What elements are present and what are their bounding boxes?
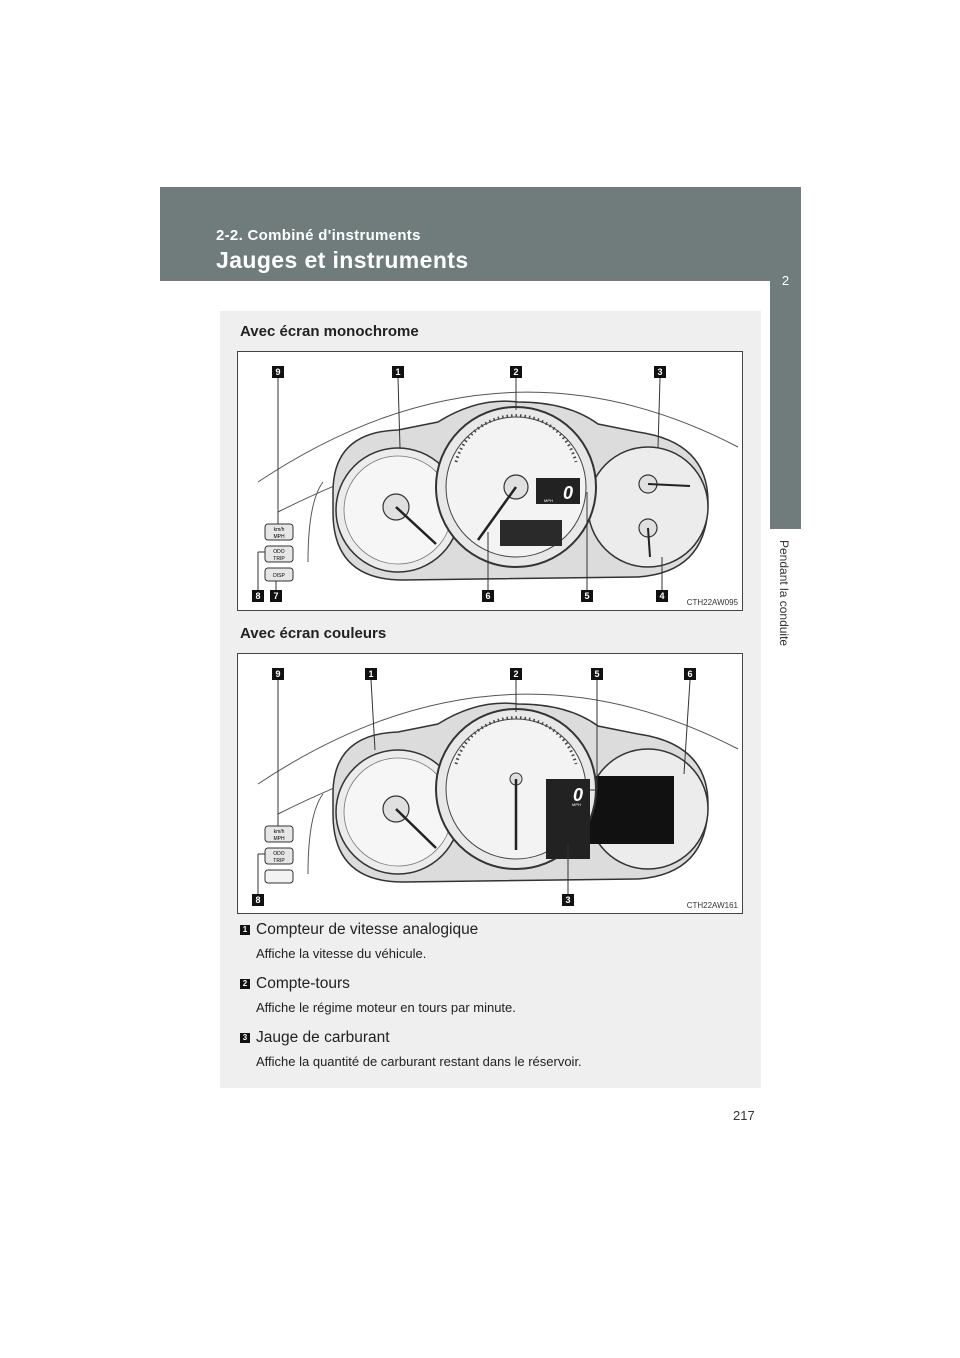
svg-text:TRIP: TRIP [273, 556, 285, 562]
speed-unit-2: MPH [572, 802, 581, 807]
item-name-3: Jauge de carburant [256, 1029, 390, 1046]
callout-8: 8 [255, 591, 260, 601]
item-desc-2: Affiche le régime moteur en tours par mi… [256, 1000, 516, 1015]
figure-1-heading: Avec écran monochrome [240, 323, 419, 340]
kmh-mph-button-2[interactable]: km/h [274, 829, 285, 835]
chapter-number: 2 [781, 273, 790, 288]
callout-6b: 6 [687, 669, 692, 679]
callout-8b: 8 [255, 895, 260, 905]
section-header: 2-2. Combiné d'instruments Jauges et ins… [160, 187, 801, 281]
figure-color: 0 MPH km/h MPH ODO TRIP 9 1 2 5 6 8 [237, 653, 743, 914]
item-desc-3: Affiche la quantité de carburant restant… [256, 1054, 582, 1069]
figure-2-heading: Avec écran couleurs [240, 625, 387, 642]
list-item: 1 Compteur de vitesse analogique Affiche… [240, 921, 750, 961]
content-panel: Avec écran monochrome [220, 311, 761, 1088]
figure-monochrome: 0 MPH km/h MPH ODO TRIP DISP 9 1 2 [237, 351, 743, 611]
speed-unit: MPH [544, 498, 553, 503]
speed-value: 0 [563, 483, 573, 503]
callout-6: 6 [485, 591, 490, 601]
callout-9: 9 [275, 367, 280, 377]
callout-9b: 9 [275, 669, 280, 679]
speed-value-2: 0 [573, 785, 583, 805]
list-item: 2 Compte-tours Affiche le régime moteur … [240, 975, 750, 1015]
color-display [588, 776, 674, 844]
callout-5: 5 [584, 591, 589, 601]
page-number: 217 [733, 1108, 755, 1123]
item-name-1: Compteur de vitesse analogique [256, 921, 479, 938]
callout-5b: 5 [594, 669, 599, 679]
svg-text:MPH: MPH [273, 534, 285, 540]
chapter-label: Pendant la conduite [772, 540, 798, 680]
speed-display [536, 478, 580, 504]
callout-1: 1 [395, 367, 400, 377]
callout-7: 7 [273, 591, 278, 601]
list-item: 3 Jauge de carburant Affiche la quantité… [240, 1029, 750, 1069]
disp-button[interactable]: DISP [273, 573, 285, 579]
item-number-2: 2 [240, 979, 250, 989]
svg-text:TRIP: TRIP [273, 858, 285, 864]
item-name-2: Compte-tours [256, 975, 350, 992]
callout-4: 4 [659, 591, 664, 601]
chapter-tab[interactable]: 2 [770, 263, 801, 529]
item-desc-1: Affiche la vitesse du véhicule. [256, 946, 427, 961]
svg-text:MPH: MPH [273, 836, 285, 842]
page-title: Jauges et instruments [216, 247, 469, 273]
kmh-mph-button-1[interactable]: km/h [274, 527, 285, 533]
callout-2b: 2 [513, 669, 518, 679]
cluster-illustration-monochrome: 0 MPH km/h MPH ODO TRIP DISP 9 1 2 [252, 366, 739, 602]
callout-2: 2 [513, 367, 518, 377]
item-number-3: 3 [240, 1033, 250, 1043]
item-number-1: 1 [240, 925, 250, 935]
odo-trip-button-2[interactable]: ODO [273, 851, 285, 857]
odo-trip-button-1[interactable]: ODO [273, 549, 285, 555]
callout-3b: 3 [565, 895, 570, 905]
section-title: 2-2. Combiné d'instruments [216, 227, 421, 244]
figure-code-1: CTH22AW095 [686, 598, 738, 607]
callout-1b: 1 [368, 669, 373, 679]
chapter-label-text: Pendant la conduite [777, 540, 791, 647]
figure-code-2: CTH22AW161 [686, 901, 738, 910]
blank-button[interactable] [264, 869, 294, 884]
callout-3: 3 [657, 367, 662, 377]
cluster-illustration-color: 0 MPH km/h MPH ODO TRIP 9 1 2 5 6 8 [252, 668, 739, 906]
